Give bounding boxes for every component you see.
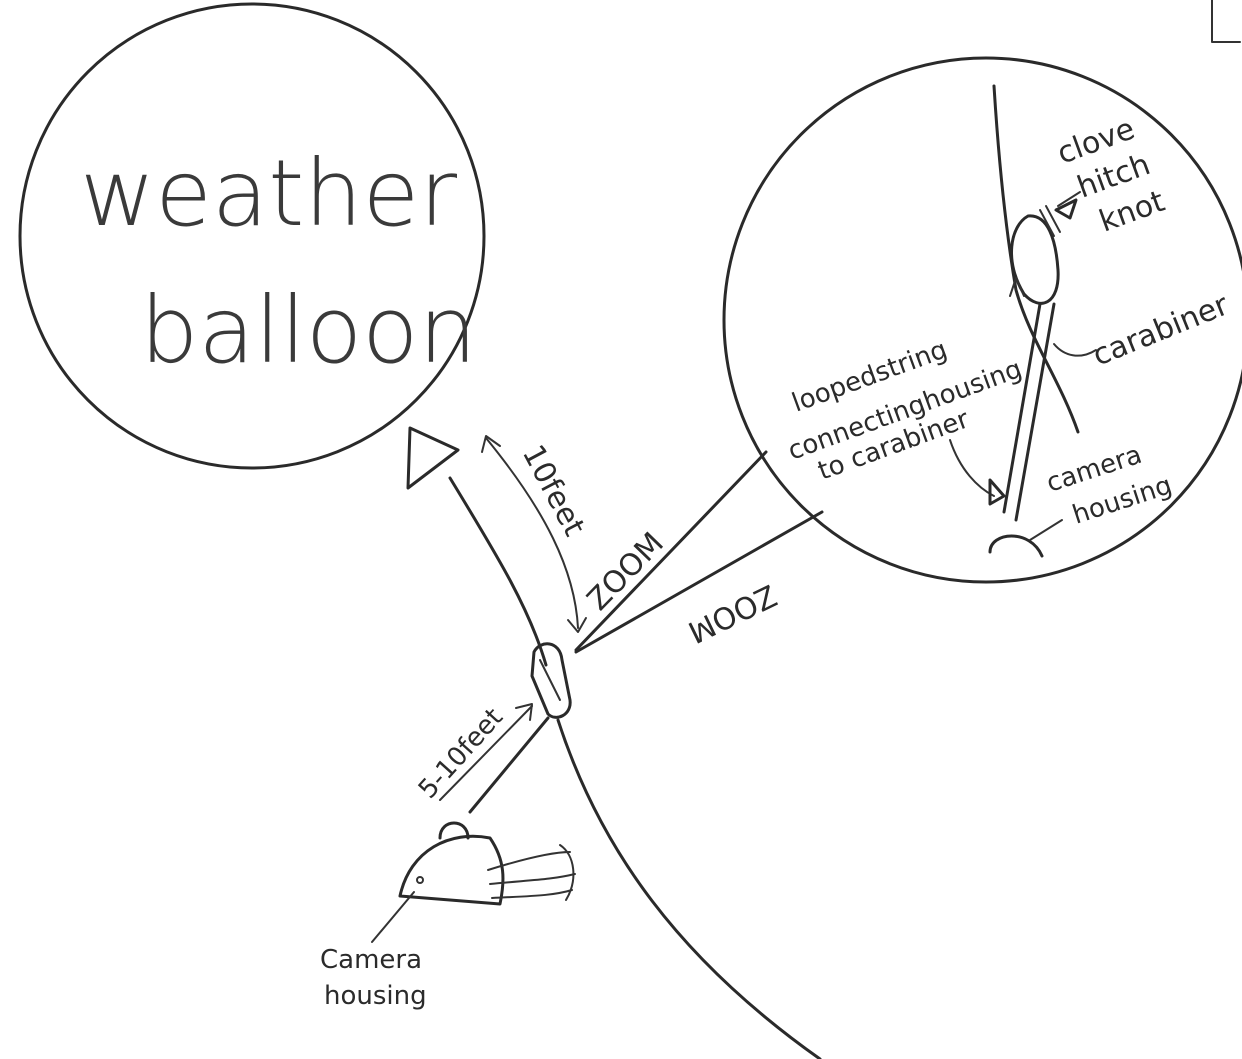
corner-mark [1212, 0, 1240, 42]
balloon-label-line2: balloon [140, 277, 477, 384]
zoom-label-upper: ZOOM [581, 526, 671, 618]
tether-line-upper [450, 478, 546, 665]
knot-carabiner-detail [540, 660, 560, 700]
housing-label-line2: housing [324, 981, 427, 1011]
zoom-label-lower: ZOOM [682, 577, 782, 650]
housing-label-line1: Camera [320, 945, 422, 975]
inset-camera-housing [990, 536, 1042, 556]
inset-housing-pointer [1030, 520, 1062, 540]
string-pointer [950, 440, 994, 496]
housing-pointer [372, 892, 414, 942]
motion-line-3 [492, 890, 572, 898]
five-ten-feet-arrow-head [516, 704, 532, 720]
carabiner-label: carabiner [1088, 287, 1234, 373]
clove-hitch-arrowhead [1056, 200, 1076, 218]
ground-arc [558, 720, 820, 1059]
string-arrowhead [990, 480, 1004, 504]
balloon-label-line1: weather [80, 140, 457, 247]
camera-lens-dot [417, 877, 423, 883]
five-ten-feet-label: 5-10feet [413, 703, 509, 805]
